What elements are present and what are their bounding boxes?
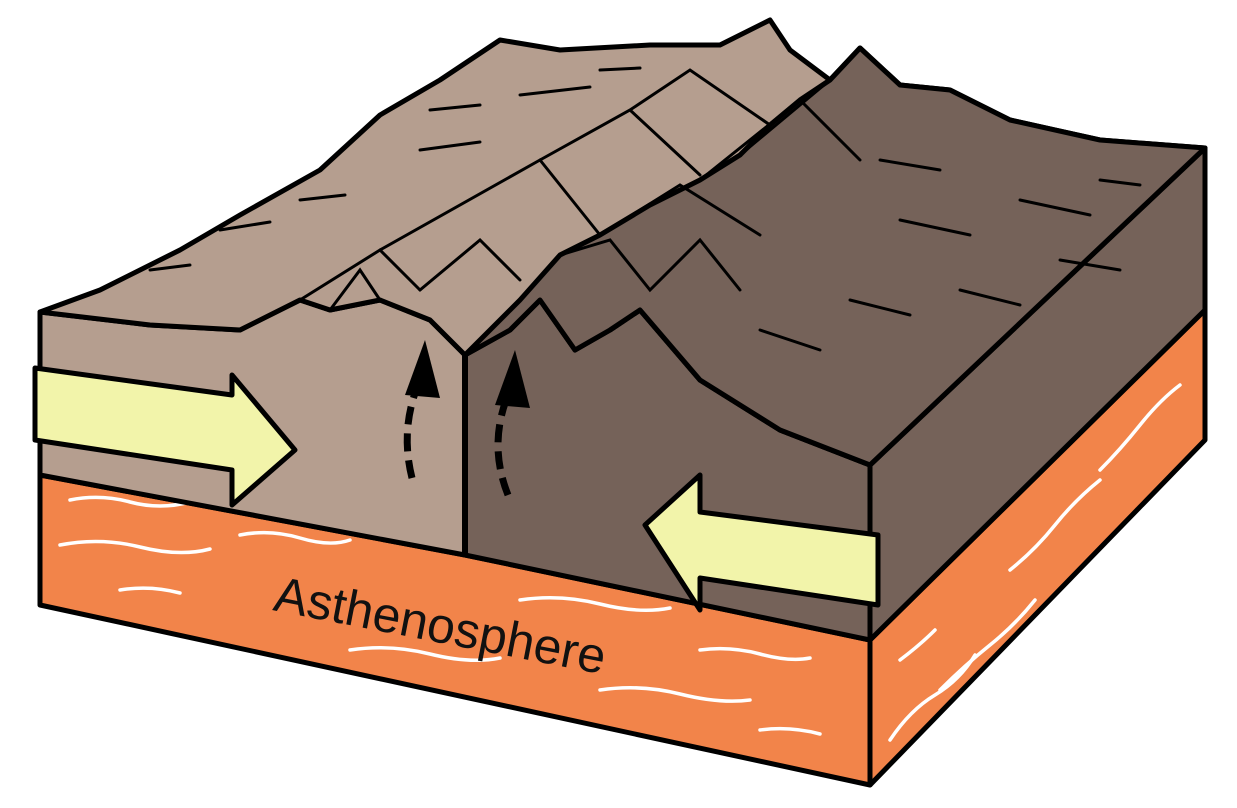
uplift-arrow-left xyxy=(403,340,440,479)
arrow-right-push xyxy=(32,365,298,508)
asthenosphere-layer xyxy=(37,307,1208,788)
uplift-arrow-right xyxy=(494,350,530,497)
flow-lines xyxy=(58,383,1182,742)
mountain-surface xyxy=(37,17,1208,468)
arrow-left-push xyxy=(642,472,881,613)
